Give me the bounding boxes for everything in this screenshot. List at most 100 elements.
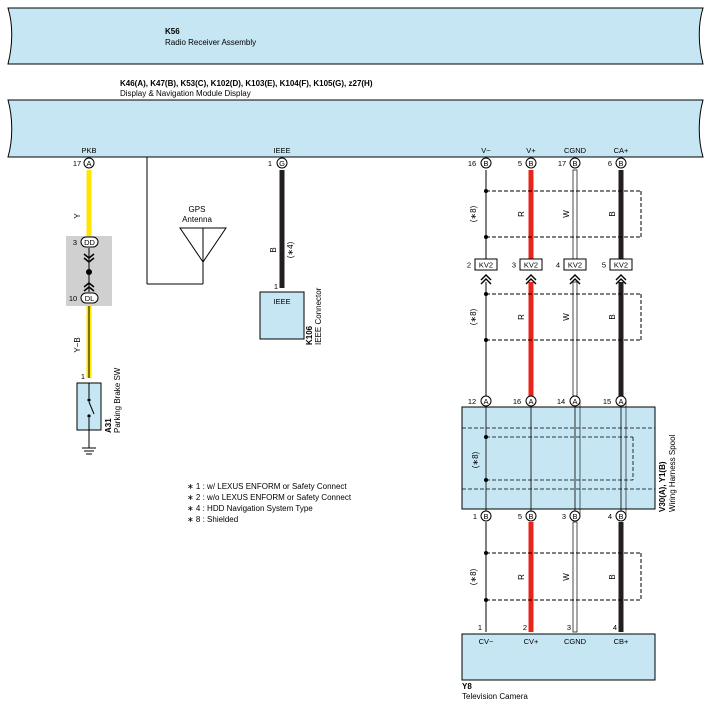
ieee-pin-num: 1 xyxy=(268,159,272,168)
ground-icon xyxy=(82,447,96,455)
spool-top-conn-4: A xyxy=(618,397,623,406)
camera-pin-num-3: 3 xyxy=(567,623,571,632)
spool-bottom-num-3: 3 xyxy=(562,512,566,521)
spool-top-pin-bubbles xyxy=(480,395,627,407)
ieee-connector-box xyxy=(259,291,305,340)
kv2-label-3: KV2 xyxy=(568,261,582,270)
pin-label-v-minus: V− xyxy=(481,146,491,155)
shield-note-lower: (∗8) xyxy=(469,568,478,585)
pin-label-ca-plus: CA+ xyxy=(614,146,629,155)
ieee-connector-name: IEEE Connector xyxy=(314,287,323,345)
ieee-connector-label: IEEE xyxy=(273,297,290,306)
v-plus-pin-conn: B xyxy=(528,159,533,168)
kv2-num-1: 2 xyxy=(467,261,471,270)
wire-color-r-middle: R xyxy=(517,314,526,320)
spool-bottom-num-4: 4 xyxy=(608,512,612,521)
cgnd-pin-conn: B xyxy=(572,159,577,168)
note-2: ∗ 2 : w/o LEXUS ENFORM or Safety Connect xyxy=(187,493,352,502)
switch-code: A31 xyxy=(104,418,113,433)
kv2-connector-boxes xyxy=(474,258,633,285)
spool-bottom-conn-4: B xyxy=(618,512,623,521)
pkb-pin-conn: A xyxy=(86,159,91,168)
kv2-num-4: 5 xyxy=(602,261,606,270)
joint-dd-bubble xyxy=(80,236,99,248)
wire-color-r-lower: R xyxy=(517,574,526,580)
kv2-label-1: KV2 xyxy=(479,261,493,270)
kv2-label-2: KV2 xyxy=(524,261,538,270)
spool-bottom-conn-2: B xyxy=(528,512,533,521)
kv2-label-4: KV2 xyxy=(614,261,628,270)
wiring-harness-spool-box xyxy=(461,402,656,515)
spool-code: V30(A), Y1(B) xyxy=(658,461,667,512)
camera-code: Y8 xyxy=(462,682,472,691)
wire-color-w-middle: W xyxy=(562,313,571,321)
pkb-pin-num: 17 xyxy=(73,159,81,168)
radio-receiver-code: K56 xyxy=(165,27,180,36)
v-minus-pin-num: 16 xyxy=(468,159,476,168)
camera-name: Television Camera xyxy=(462,692,528,701)
spool-top-conn-2: A xyxy=(528,397,533,406)
pin-label-cgnd: CGND xyxy=(564,146,587,155)
gps-label-line2: Antenna xyxy=(182,215,212,224)
spool-top-num-2: 16 xyxy=(513,397,521,406)
radio-receiver-name: Radio Receiver Assembly xyxy=(165,38,256,47)
kv2-num-3: 4 xyxy=(556,261,560,270)
pkb-wire-color: Y xyxy=(73,213,82,219)
ieee-wire-color: B xyxy=(269,247,278,252)
note-3: ∗ 4 : HDD Navigation System Type xyxy=(187,504,313,513)
ieee-wire-note: (∗4) xyxy=(286,241,295,258)
pin-label-ieee: IEEE xyxy=(273,146,290,155)
television-camera-box xyxy=(461,633,656,681)
ca-plus-pin-num: 6 xyxy=(608,159,612,168)
spool-top-conn-3: A xyxy=(572,397,577,406)
joint-dd-num: 3 xyxy=(73,238,77,247)
gps-antenna-icon xyxy=(146,157,227,285)
wire-color-b-lower: B xyxy=(608,574,617,579)
pin-label-pkb: PKB xyxy=(81,146,96,155)
ca-plus-pin-conn: B xyxy=(618,159,623,168)
parking-brake-switch xyxy=(76,382,102,448)
camera-pin-num-1: 1 xyxy=(478,623,482,632)
note-4: ∗ 8 : Shielded xyxy=(187,515,238,524)
ieee-connector-code: K106 xyxy=(305,325,314,345)
camera-pin-num-2: 2 xyxy=(523,623,527,632)
shield-note-middle: (∗8) xyxy=(469,308,478,325)
wire-color-b-upper: B xyxy=(608,211,617,216)
ieee-pin-bubble xyxy=(276,157,288,169)
camera-pin-label-3: CGND xyxy=(564,637,587,646)
pkb-lower-wire-color: Y−B xyxy=(73,337,82,352)
shield-upper xyxy=(484,189,642,239)
wire-color-w-upper: W xyxy=(562,210,571,218)
joint-dl-num: 10 xyxy=(69,294,77,303)
display-module-box xyxy=(7,99,704,158)
kv2-num-2: 3 xyxy=(512,261,516,270)
gps-label-line1: GPS xyxy=(189,205,206,214)
radio-receiver-box xyxy=(7,7,704,65)
wire-color-r-upper: R xyxy=(517,211,526,217)
spool-bottom-num-1: 1 xyxy=(473,512,477,521)
spool-top-num-4: 15 xyxy=(603,397,611,406)
pin-label-v-plus: V+ xyxy=(526,146,536,155)
camera-pin-num-4: 4 xyxy=(613,623,617,632)
joint-dl-bubble xyxy=(80,292,99,304)
camera-pin-label-4: CB+ xyxy=(614,637,629,646)
switch-pin-num: 1 xyxy=(81,372,85,381)
cgnd-pin-num: 17 xyxy=(558,159,566,168)
wire-color-b-middle: B xyxy=(608,314,617,319)
spool-bottom-pin-bubbles xyxy=(480,510,627,522)
joint-dd-conn: DD xyxy=(84,238,95,247)
spool-top-conn-1: A xyxy=(483,397,488,406)
wire-color-w-lower: W xyxy=(562,573,571,581)
v-minus-pin-conn: B xyxy=(483,159,488,168)
shield-note-upper: (∗8) xyxy=(469,205,478,222)
spool-bottom-num-2: 5 xyxy=(518,512,522,521)
spool-top-num-3: 14 xyxy=(557,397,565,406)
shield-lower xyxy=(484,551,642,602)
display-module-name: Display & Navigation Module Display xyxy=(120,89,251,98)
pkb-pin-bubble xyxy=(83,157,95,169)
camera-pin-label-1: CV− xyxy=(479,637,494,646)
camera-wires xyxy=(485,169,624,633)
ieee-pin-conn: G xyxy=(279,159,285,168)
